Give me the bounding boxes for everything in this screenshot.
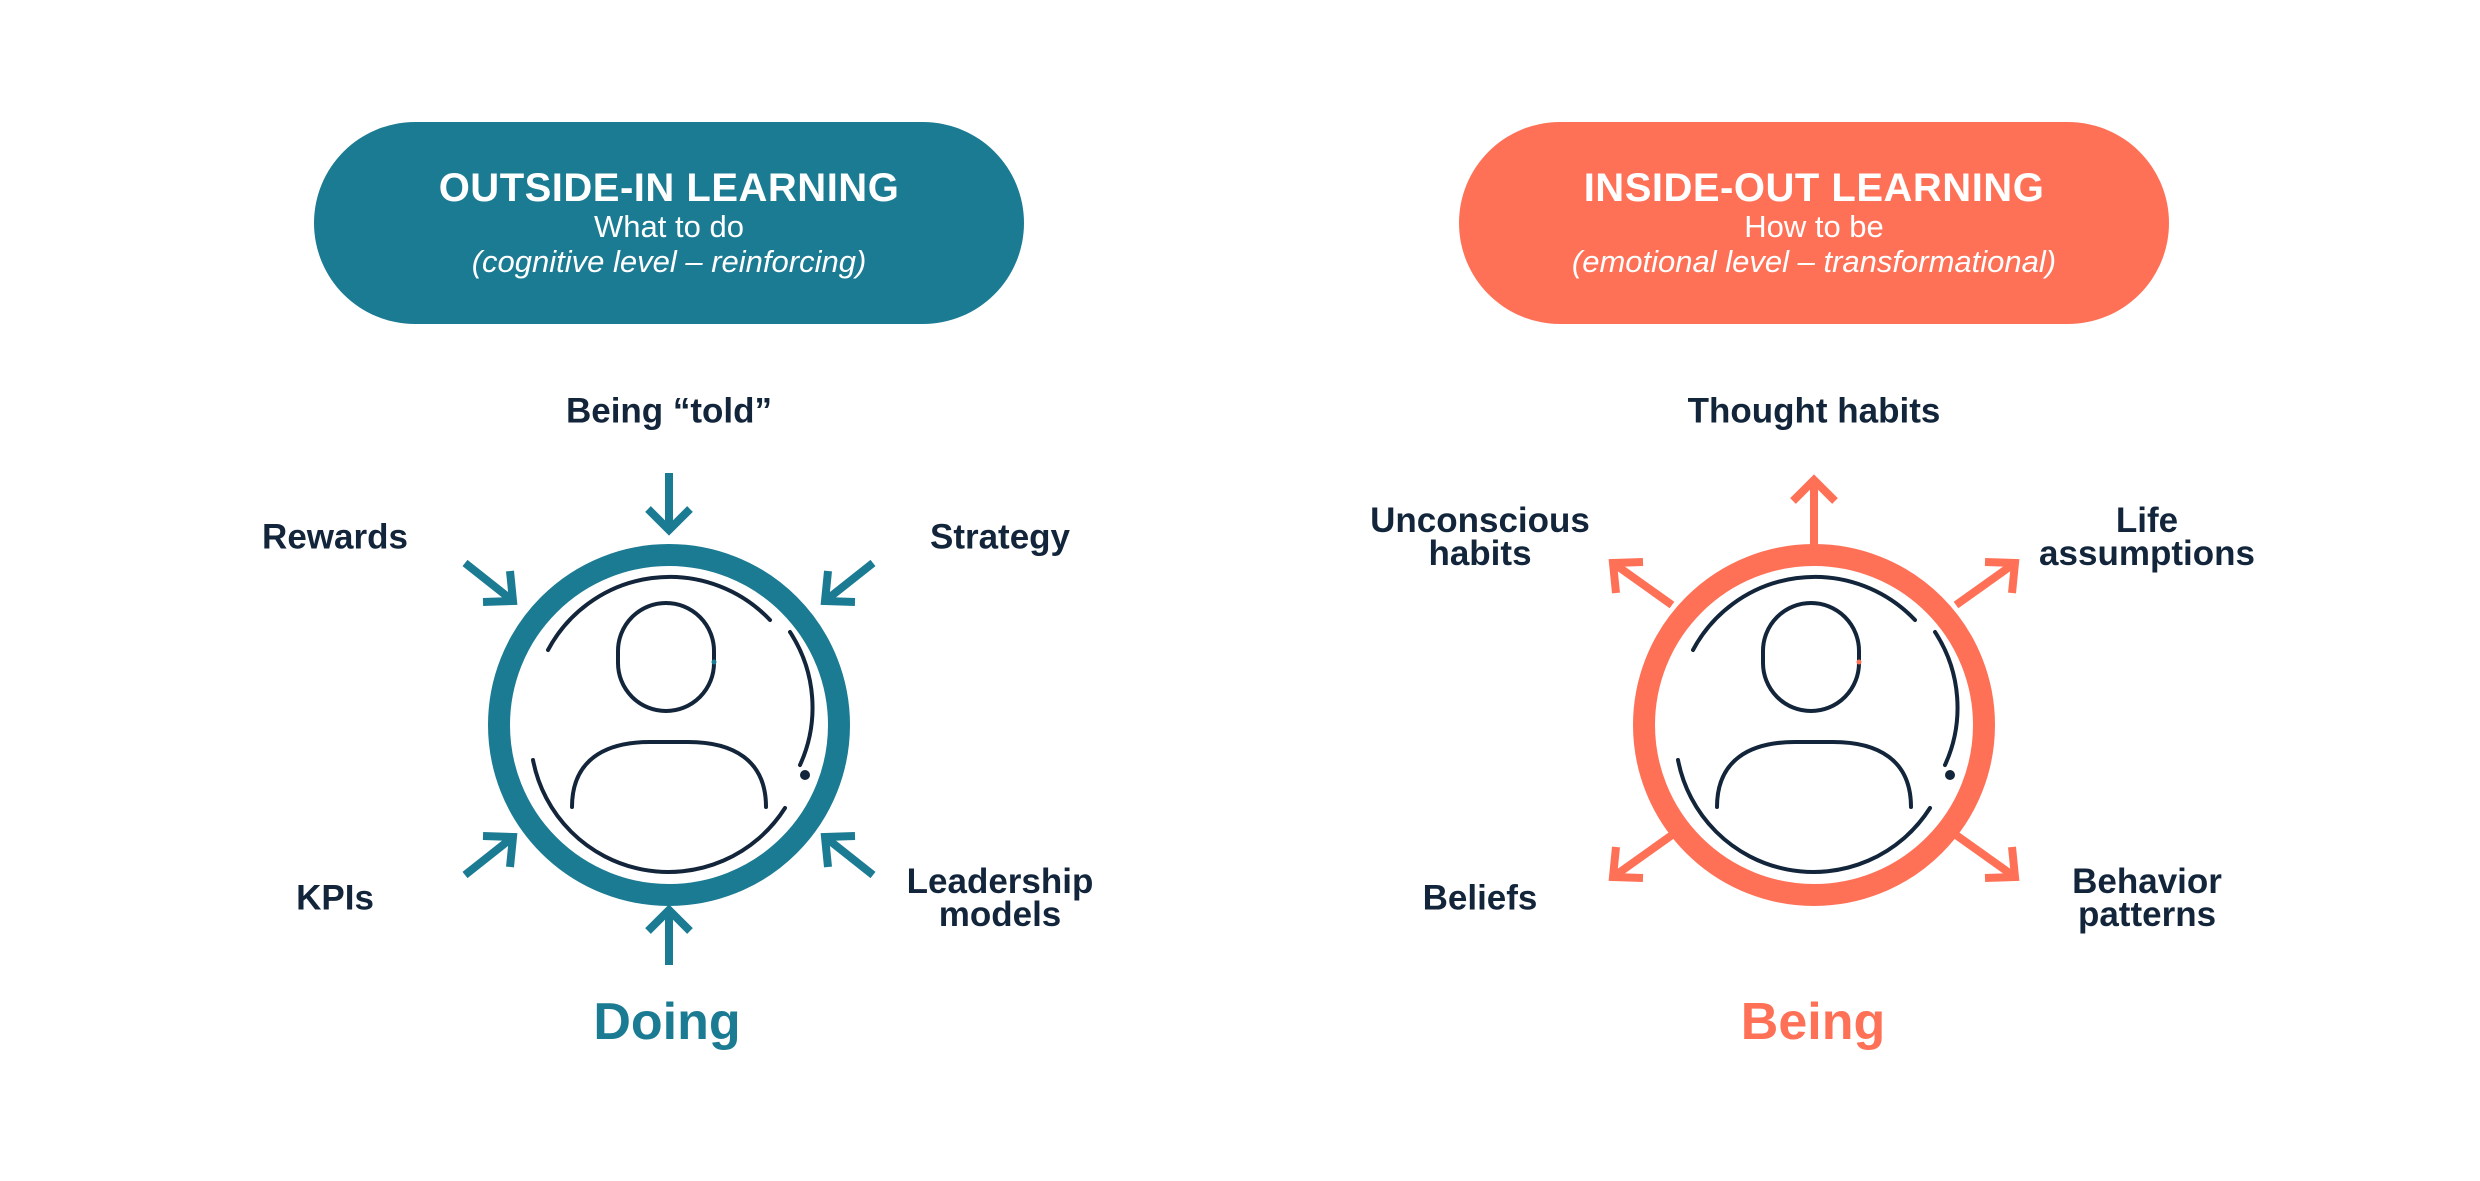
arrow-up-icon — [1790, 474, 1838, 545]
label-strategy: Strategy — [929, 517, 1071, 557]
head-icon — [616, 601, 716, 713]
head-icon — [1761, 601, 1861, 713]
label-being-told: Being “told” — [565, 391, 773, 431]
label-thought-habits: Thought habits — [1687, 391, 1941, 431]
outside-in-person-icon — [488, 544, 850, 906]
caption-being: Being — [1740, 993, 1886, 1051]
shoulders-icon — [1715, 740, 1913, 809]
outside-in-subtitle: What to do — [594, 209, 744, 244]
inward-arrows — [462, 473, 876, 965]
label-beliefs: Beliefs — [1422, 878, 1538, 918]
arrow-down-left-icon — [820, 559, 876, 606]
outside-in-diagram — [462, 473, 876, 965]
arrow-down-left-icon — [1608, 831, 1675, 882]
outside-in-title: OUTSIDE-IN LEARNING — [438, 166, 900, 210]
inside-out-note: (emotional level – transformational) — [1571, 244, 2057, 279]
label-behavior-line1: Behavior — [2072, 862, 2222, 901]
outside-in-note: (cognitive level – reinforcing) — [471, 244, 867, 279]
label-unconscious-line2: habits — [1428, 534, 1532, 573]
label-rewards: Rewards — [262, 517, 408, 557]
arrow-down-icon — [645, 473, 693, 536]
label-behavior-patterns: Behavior patterns — [2072, 862, 2222, 934]
inside-out-outer-ring — [1633, 544, 1995, 906]
inside-out-title: INSIDE-OUT LEARNING — [1583, 166, 2045, 210]
inside-out-person-icon — [1633, 544, 1995, 906]
arrow-up-left-icon — [1608, 558, 1675, 609]
outside-in-panel: OUTSIDE-IN LEARNING What to do (cognitiv… — [262, 122, 1094, 1051]
outside-in-outer-ring — [488, 544, 850, 906]
arrow-up-icon — [645, 904, 693, 965]
label-life-line1: Life — [2115, 501, 2179, 540]
label-kpis: KPIs — [296, 878, 374, 918]
label-unconscious-line1: Unconscious — [1370, 501, 1590, 540]
label-leadership-line1: Leadership — [906, 862, 1094, 901]
label-behavior-line2: patterns — [2077, 895, 2217, 934]
inside-out-subtitle: How to be — [1744, 209, 1884, 244]
arrow-up-right-icon — [1953, 558, 2020, 609]
label-life-line2: assumptions — [2039, 534, 2255, 573]
outside-in-header-pill: OUTSIDE-IN LEARNING What to do (cognitiv… — [314, 122, 1024, 324]
outward-arrows — [1608, 474, 2020, 882]
label-leadership-models: Leadership models — [906, 862, 1094, 934]
shoulders-icon — [570, 740, 768, 809]
label-leadership-line2: models — [938, 895, 1062, 934]
inside-out-panel: INSIDE-OUT LEARNING How to be (emotional… — [1240, 0, 2480, 1181]
inside-out-diagram — [1608, 474, 2020, 906]
arrow-down-right-icon — [462, 559, 518, 606]
arrow-up-right-icon — [462, 832, 518, 879]
arrow-down-right-icon — [1953, 831, 2020, 882]
arrow-up-left-icon — [820, 832, 876, 879]
label-life-assumptions: Life assumptions — [2039, 501, 2255, 573]
inside-out-header-pill: INSIDE-OUT LEARNING How to be (emotional… — [1459, 122, 2169, 324]
label-unconscious-habits: Unconscious habits — [1370, 501, 1590, 573]
caption-doing: Doing — [593, 993, 741, 1051]
